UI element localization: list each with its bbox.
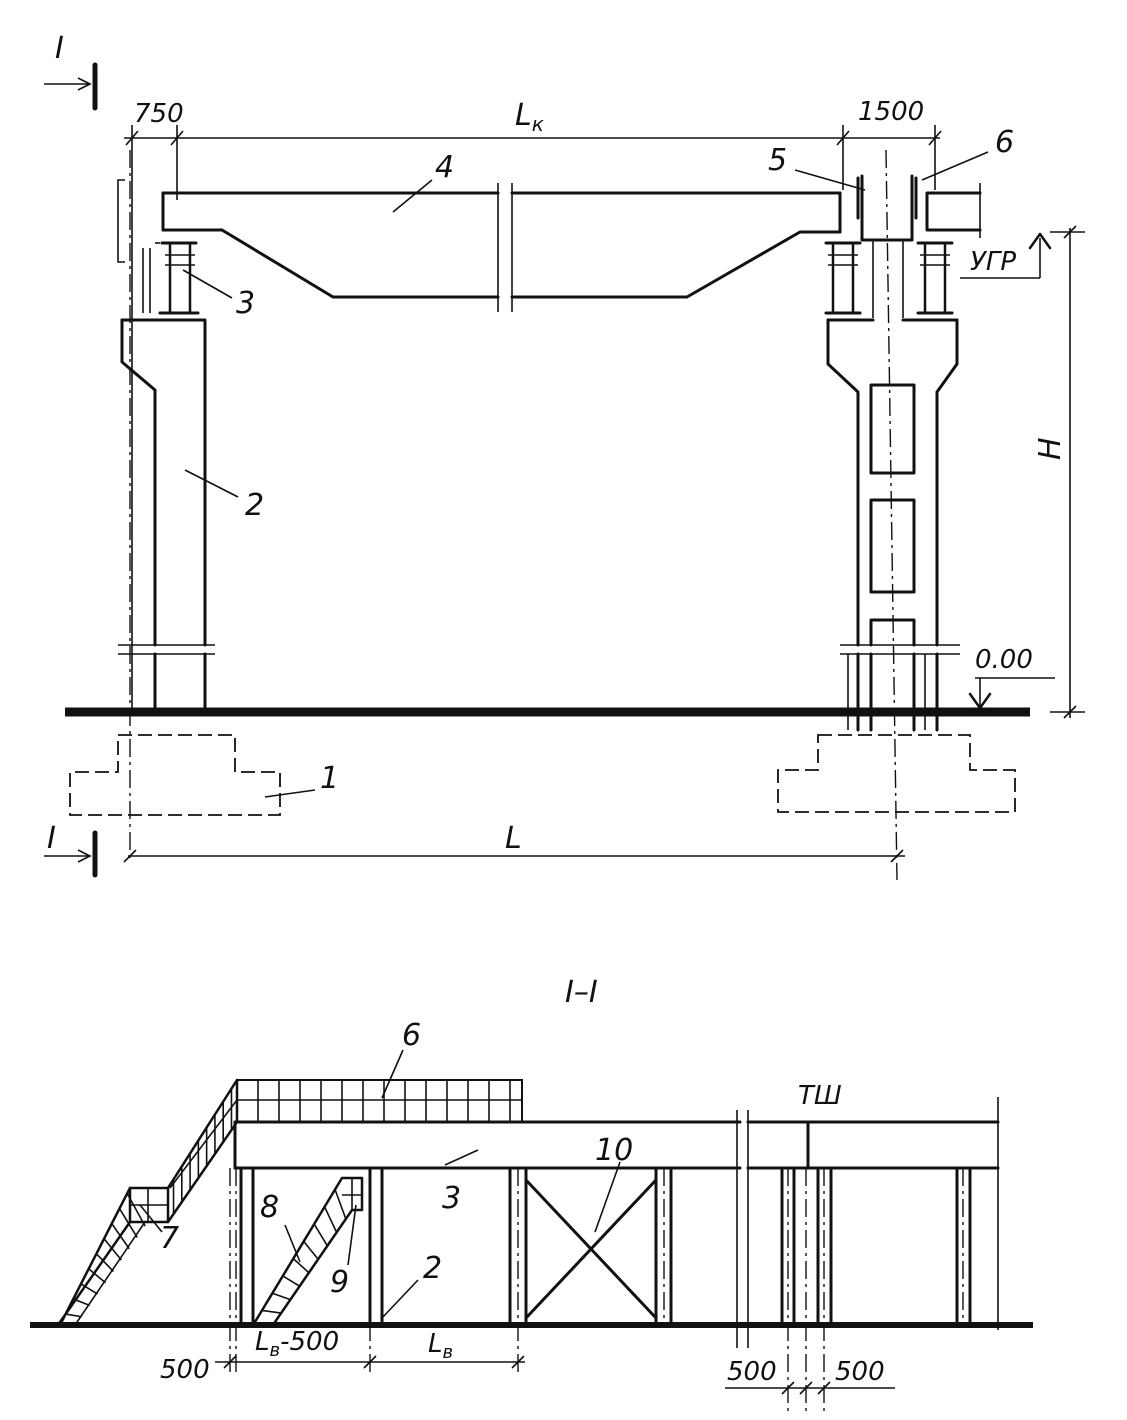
stair-rung <box>282 1275 301 1287</box>
callout-2-sect: 2 <box>423 1251 442 1286</box>
bearing-right-b <box>916 241 954 315</box>
stair-rung <box>292 1258 310 1274</box>
stair-rung <box>118 1208 138 1238</box>
level-zero-label: 0.00 <box>975 645 1033 675</box>
level-zero: 0.00 <box>968 645 1055 710</box>
dim-h: H <box>1033 437 1068 460</box>
left-column <box>118 150 215 860</box>
dim-l: L <box>505 821 522 856</box>
foundations <box>69 734 1016 816</box>
right-column <box>826 318 960 732</box>
stair-rung <box>95 1253 115 1272</box>
top-dimension-line: 750 1500 Lк <box>124 97 942 258</box>
stair-rung <box>111 1223 130 1250</box>
dim-500-mid-left: 500 <box>727 1357 777 1387</box>
callout-1: 1 <box>320 761 339 796</box>
cross-bracing <box>524 1178 658 1320</box>
stair-rung <box>303 1240 319 1260</box>
section-view: I–I <box>30 975 1033 1412</box>
elevation-view: I 750 1500 Lк <box>44 31 1085 881</box>
callout-3-elev: 3 <box>236 286 255 321</box>
stair-rung <box>261 1309 282 1314</box>
stair-rung <box>88 1268 107 1284</box>
stair-rung <box>65 1313 82 1318</box>
stair-rung <box>103 1238 122 1261</box>
stair-rung <box>126 1193 146 1227</box>
section-posts <box>229 1166 972 1412</box>
section-dimensions: 500 Lв-500 Lв 500 500 <box>160 1327 895 1395</box>
dim-750: 750 <box>134 99 184 129</box>
callout-9: 9 <box>330 1265 349 1300</box>
level-ugr: УГР <box>960 232 1052 279</box>
bearing-right-a <box>824 241 862 315</box>
service-stair <box>253 1176 364 1324</box>
elevation-callouts: 1 2 3 4 5 6 <box>182 125 1014 798</box>
dim-1500: 1500 <box>858 97 924 127</box>
dim-lb-minus-500: Lв-500 <box>255 1327 339 1361</box>
stair-rung <box>334 1189 347 1220</box>
section-beam <box>233 1097 1000 1348</box>
dim-lb: Lв <box>428 1329 453 1363</box>
callout-6-elev: 6 <box>995 125 1014 160</box>
section-callouts: 6 7 8 9 3 10 2 <box>139 1018 633 1319</box>
section-title: I–I <box>565 975 598 1010</box>
stair-rungs <box>65 1088 347 1318</box>
section-marker-bottom: I <box>44 821 98 878</box>
label-tsh: ТШ <box>798 1081 842 1111</box>
callout-5: 5 <box>768 143 787 178</box>
section-marker-top: I <box>44 31 98 111</box>
bottom-dimension-l: L <box>123 821 905 863</box>
level-ugr-label: УГР <box>970 247 1016 277</box>
stair-rung <box>73 1298 90 1307</box>
walkway-grid <box>236 1079 523 1123</box>
dim-lk: Lк <box>515 98 544 136</box>
height-dimension: H <box>1033 225 1085 719</box>
main-stair <box>56 1078 239 1327</box>
stair-rung <box>313 1223 329 1247</box>
section-marker-label-bottom: I <box>47 821 56 856</box>
callout-7: 7 <box>160 1221 179 1256</box>
callout-4: 4 <box>435 150 454 185</box>
stair-rung <box>272 1292 291 1301</box>
dim-500-left: 500 <box>160 1355 210 1385</box>
stair-rung <box>80 1283 99 1295</box>
callout-8: 8 <box>260 1190 279 1225</box>
callout-3-sect: 3 <box>442 1181 461 1216</box>
section-marker-label-top: I <box>55 31 64 66</box>
callout-2: 2 <box>245 488 264 523</box>
bearing-left <box>142 241 200 315</box>
bearings <box>142 241 954 315</box>
callout-10: 10 <box>595 1133 633 1168</box>
crane-beam <box>117 179 982 312</box>
callout-6-sect: 6 <box>402 1018 421 1053</box>
dim-500-mid-right: 500 <box>835 1357 885 1387</box>
stair-rung <box>323 1206 338 1233</box>
right-column-upper <box>856 149 918 881</box>
